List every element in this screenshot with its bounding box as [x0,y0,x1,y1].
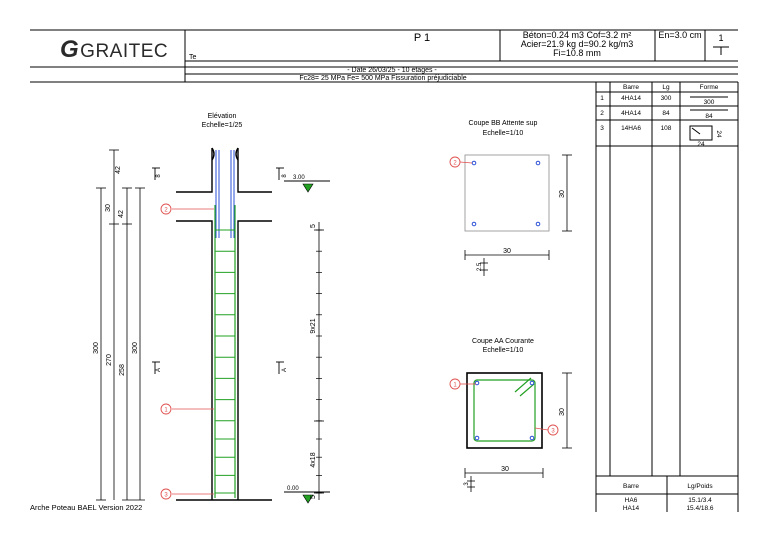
elevation-bubbles: 2 1 3 [160,203,214,500]
spacing-main: 9x21 [310,318,317,333]
section-aa: 1 3 30 30 3 [449,372,572,492]
te-label: Te [189,54,197,61]
bubble-aa-1: 1 [453,383,457,389]
cut-label-aa-left: A [156,368,162,372]
dim-42-top: 42 [115,166,122,174]
level-bottom-label: 0.00 [287,486,299,492]
bar-table: Barre Lg Forme 1 4HA14 300 300 2 4HA14 8… [600,84,728,512]
spacing-top: 5 [310,224,317,228]
row-1-forme: 300 [704,99,715,106]
aa-height-dim: 30 [559,408,566,416]
beton-quantity: Béton=0.24 m3 Cof=3.2 m² [523,30,632,40]
section-symbol-icon [713,46,729,55]
stirrup-shape-icon [689,125,713,141]
column-title: P 1 [414,32,430,44]
date-line: - Date 26/03/25 - 10 étages - [347,67,437,74]
aa-cover-dim: 3 [464,482,470,486]
materials-line: Fc28= 25 MPa Fe= 500 MPa Fissuration pré… [299,75,466,82]
row-3-barre: 14HA6 [621,125,641,132]
aa-width-dim: 30 [501,466,509,473]
dim-258: 258 [119,364,126,376]
dim-42: 42 [118,210,125,218]
section-bb-scale: Echelle=1/10 [483,130,524,137]
acier-quantity: Acier=21.9 kg d=90.2 kg/m3 [521,39,634,49]
row-3-forme-width: 24 [697,141,705,148]
dim-270: 270 [106,354,113,366]
header-forme: Forme [700,84,719,91]
cut-label-bb-right: 8 [282,174,288,178]
bubble-elev-1: 1 [164,408,168,414]
section-cut-labels: 8 8 A A [156,174,288,372]
section-aa-titles: Coupe AA Courante Echelle=1/10 [472,338,534,354]
section-bb: 2 30 30 2.5 [449,154,572,276]
section-aa-scale: Echelle=1/10 [483,347,524,354]
elevation-dimension-lines [96,149,145,501]
row-3-forme-height: 24 [715,130,722,138]
header-barre: Barre [623,84,639,91]
level-top-label: 3.00 [293,175,305,181]
row-1-barre: 4HA14 [621,95,641,102]
summary-header-barre: Barre [623,483,639,490]
level-marker-top: 3.00 [284,175,330,193]
sheet-number: 1 [718,33,723,43]
row-2-num: 2 [600,110,604,117]
spacing-labels: 5 9x21 4x18 5 [310,224,317,499]
bubble-elev-3: 3 [164,493,168,499]
elevation-dimensions: 42 30 42 300 270 258 300 [93,166,139,376]
bubble-elev-2: 2 [164,208,168,214]
logo-mark-icon: G [60,36,80,63]
title-block [30,29,738,83]
fi-value: Fi=10.8 mm [553,48,601,58]
version-text: Arche Poteau BAEL Version 2022 [30,503,142,512]
dim-300-left: 300 [93,342,100,354]
spacing-bottom: 5 [310,495,317,499]
summary-row-1-barre: HA6 [625,497,638,504]
cut-label-bb-left: 8 [156,174,162,178]
elevation-title: Elévation [208,113,237,120]
summary-row-1-value: 15.1/3.4 [688,497,712,504]
header-lg: Lg [662,84,670,91]
title-block-text: P 1 Béton=0.24 m3 Cof=3.2 m² Acier=21.9 … [189,30,724,82]
section-aa-title: Coupe AA Courante [472,338,534,345]
dim-300-right: 300 [132,342,139,354]
longitudinal-bars [214,205,236,498]
row-2-lg: 84 [662,110,670,117]
graitec-logo: GGRAITEC [60,36,168,64]
bb-width-dim: 30 [503,248,511,255]
row-3-lg: 108 [661,125,672,132]
spacing-ticks [316,229,322,494]
starter-bars [215,150,235,238]
row-1-num: 1 [600,95,604,102]
row-2-forme: 84 [705,113,713,120]
summary-header-lgpoids: Lg/Poids [687,483,713,490]
row-1-lg: 300 [661,95,672,102]
bubble-bb-2: 2 [453,161,457,167]
elevation-scale: Echelle=1/25 [202,122,243,129]
bubble-aa-3: 3 [551,429,555,435]
row-3-num: 3 [600,125,604,132]
enrobage-value: En=3.0 cm [658,30,701,40]
bb-height-dim: 30 [559,190,566,198]
row-2-barre: 4HA14 [621,110,641,117]
section-bb-titles: Coupe BB Attente sup Echelle=1/10 [469,120,538,137]
summary-row-2-value: 15.4/18.6 [686,505,713,512]
bb-cover-dim: 2.5 [477,262,483,271]
bar-table-grid [595,82,739,512]
summary-row-2-barre: HA14 [623,505,640,512]
cut-label-aa-right: A [282,368,288,372]
elevation-titles: Elévation Echelle=1/25 [202,113,243,129]
level-marker-bottom: 0.00 [284,486,330,504]
stirrups [215,229,235,494]
slab-outlines [176,147,272,501]
dim-30: 30 [105,204,112,212]
section-cut-markers [152,167,284,374]
spacing-lower: 4x18 [310,452,317,467]
section-bb-title: Coupe BB Attente sup [469,120,538,127]
logo-text: GRAITEC [80,41,169,62]
